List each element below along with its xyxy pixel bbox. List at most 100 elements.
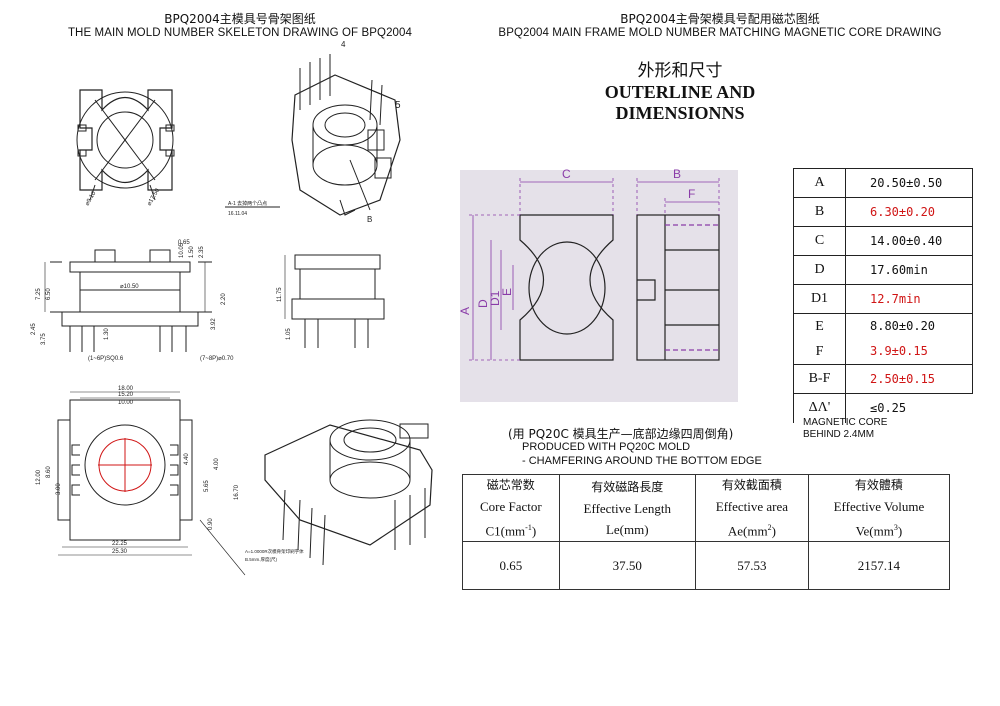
core-drawing: C B F A D D1 E (458, 167, 738, 402)
core-table-value: 37.50 (558, 541, 696, 591)
core-label-b: B (673, 167, 681, 181)
dim-1000: 10.00 (118, 400, 134, 406)
dimension-label: A (793, 168, 846, 198)
core-header-cn: 磁芯常数 (486, 478, 535, 492)
dim-1520: 15.20 (118, 392, 134, 398)
core-header-cn: 有效磁路長度 (591, 479, 664, 494)
bobbin-iso-view (291, 54, 401, 216)
dim-300: 3.00 (56, 483, 62, 495)
callout-4: 4 (341, 40, 346, 49)
core-header-cn: 有效體積 (854, 478, 903, 492)
dimension-label-text: E (815, 319, 824, 334)
production-note-en2: - CHAMFERING AROUND THE BOTTOM EDGE (522, 455, 762, 467)
core-front-view (519, 214, 614, 361)
core-header-symbol-tail: ) (897, 523, 903, 539)
core-header-en: Core Factor (479, 499, 542, 514)
outline-title-cn: 外形和尺寸 (637, 61, 723, 81)
core-header-symbol-sup: 3 (893, 523, 898, 532)
right-title-en: BPQ2004 MAIN FRAME MOLD NUMBER MATCHING … (498, 27, 942, 39)
dimension-value: 8.80±0.20 3.9±0.15 (845, 313, 973, 365)
core-header-en: Effective Volume (833, 499, 925, 514)
dimension-value: 14.00±0.40 (845, 226, 973, 256)
dim-065: 0.65 (178, 240, 190, 246)
magnetic-core-line2: BEHIND 2.4MM (803, 429, 875, 440)
core-label-a: A (458, 307, 472, 315)
core-label-c: C (562, 167, 571, 181)
dimension-label: C (793, 226, 846, 256)
core-header-symbol-text: C1(mm (485, 523, 526, 539)
note-date: 16.11.04 (228, 211, 247, 217)
dim-dia-910: ⌀9.10 (85, 190, 98, 207)
dim-1800: 18.00 (118, 386, 134, 392)
note-a: A-1 去掉两个凸点 (228, 200, 267, 207)
dimension-label: D (793, 255, 846, 285)
dim-1670: 16.70 (234, 484, 240, 500)
dimension-value: 17.60min (845, 255, 973, 285)
core-header-symbol-text: Ve(mm (855, 523, 894, 539)
dim-150: 1.50 (189, 246, 195, 258)
core-drawing-background (460, 170, 738, 402)
bobbin-front-view (44, 249, 212, 352)
dimension-label-text: F (815, 344, 824, 359)
bobbin-top-view (76, 89, 175, 201)
dim-220: 2.20 (221, 293, 227, 305)
dim-2530: 25.30 (112, 549, 128, 555)
bobbin-drawing: ⌀9.10 ⌀17.50 4 5 B A-1 去掉两个凸点 16.11.04 ⌀… (31, 40, 433, 576)
core-header-en: Effective Length (583, 500, 672, 516)
core-side-view (636, 214, 720, 361)
right-title-cn: BPQ2004主骨架模具号配用磁芯图纸 (620, 12, 820, 26)
core-header-symbol-text: Le(mm) (605, 521, 649, 537)
outline-title-en: OUTERLINE AND DIMENSIONNS (604, 82, 756, 123)
core-dimension-lines (469, 178, 720, 361)
dim-1175: 11.75 (277, 287, 283, 302)
production-note-en1: PRODUCED WITH PQ20C MOLD (522, 441, 691, 453)
pin-left-label: (1~6P)SQ0.6 (88, 356, 124, 362)
dimension-value: ≤0.25 (845, 393, 973, 423)
core-header-symbol: Le(mm) (560, 519, 695, 540)
core-header-cn: 有效截面積 (721, 478, 782, 492)
dim-565: 5.65 (204, 480, 210, 492)
dim-725: 7.25 (36, 288, 42, 300)
note-b1: A=1.0000R次模骨架印刷字体 (245, 548, 304, 555)
pin-right-label: (7~8P)⌀0.70 (200, 356, 234, 362)
core-table-value: 2157.14 (807, 541, 951, 591)
core-header-symbol-text: Ae(mm (727, 523, 768, 539)
dimension-value: 2.50±0.15 (845, 364, 973, 394)
dimension-value-text: 3.9±0.15 (870, 344, 928, 358)
core-header-symbol: C1(mm-1) (463, 517, 559, 541)
callout-b: B (367, 215, 372, 224)
dimension-value-text: 8.80±0.20 (870, 319, 936, 333)
production-note-cn: (用 PQ20C 模具生产—底部边缘四周倒角) (508, 427, 734, 441)
bobbin-side-view (284, 254, 385, 348)
core-label-d: D (476, 299, 490, 308)
core-header-symbol: Ve(mm3) (809, 517, 949, 541)
core-table-value: 0.65 (462, 541, 560, 591)
dim-2225: 22.25 (112, 541, 128, 547)
dim-130: 1.30 (104, 328, 110, 340)
left-title-en: THE MAIN MOLD NUMBER SKELETON DRAWING OF… (67, 27, 413, 39)
dim-1050: ⌀10.50 (120, 284, 139, 290)
dim-090: 0.90 (208, 518, 214, 530)
core-label-d1: D1 (488, 290, 502, 306)
dim-375: 3.75 (41, 333, 47, 345)
dim-235: 2.35 (199, 246, 205, 258)
core-header-symbol-sup: 2 (767, 523, 772, 532)
dimension-label: B-F (793, 364, 846, 394)
bobbin-bottom-view (57, 391, 246, 576)
dim-105: 1.05 (286, 328, 292, 340)
dim-400: 4.00 (214, 458, 220, 470)
core-header-symbol: Ae(mm2) (696, 517, 808, 541)
callout-5: 5 (395, 100, 401, 111)
